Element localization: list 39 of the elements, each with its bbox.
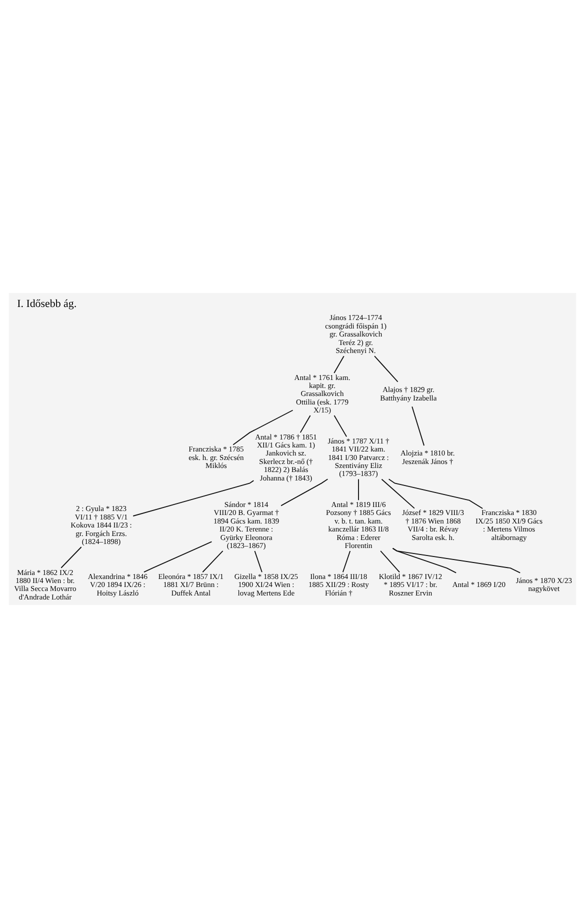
- connector: [334, 356, 344, 374]
- node-text: János 1724–1774 csongrádi főispán 1) gr. Grassalkovich Teréz 2) gr. Széchenyi N.: [325, 313, 386, 356]
- node-text: Alajos † 1829 gr. Batthyány Izabella: [380, 385, 437, 402]
- node-text: Alojzia * 1810 br. Jeszenák János †: [400, 448, 455, 466]
- node-text: Antal * 1869 I/20: [452, 580, 506, 590]
- node-text: Sándor * 1814 VIII/20 B. Gyarmat † 1894 Gács kam. 1839 II/20 K. Terenne : Gyürky Eleonora (1823–1867): [214, 500, 280, 550]
- node-text: János * 1870 X/23 nagykövet: [516, 576, 572, 594]
- connector: [202, 550, 224, 573]
- node-text: 2 : Gyula * 1823 VI/11 † 1885 V/1 Kokova 1844 II/23 : gr. Forgách Erzs. (1824–1898): [70, 504, 132, 546]
- node-text: Francziska * 1785 esk. h. gr. Szécsén Miklós: [188, 444, 244, 470]
- node-text: Mária * 1862 IX/2 1880 II/4 Wien : br. Villa Secca Movarro d'Andrade Lothár: [14, 568, 76, 602]
- connector: [232, 410, 294, 446]
- connector: [381, 478, 415, 509]
- connector: [132, 480, 254, 516]
- connector: [358, 478, 359, 501]
- node-text: Antal * 1761 kam. kapit. gr. Grassalkovich Ottilia (esk. 1779 X/15): [294, 372, 350, 415]
- node-text: Antal * 1786 † 1851 XII/1 Gács kam. 1) Jankovich sz. Skerlecz br.-nő († 1822) 2) Balás Johanna († 1843): [255, 432, 317, 482]
- node-text: Eleonóra * 1857 IX/1 1881 XI/7 Brünn : Duffek Antal: [158, 572, 224, 598]
- node-text: Klotild * 1867 IV/12 * 1895 VI/17 : br. Roszner Ervin: [378, 572, 442, 598]
- connector: [374, 356, 398, 382]
- connector: [388, 478, 484, 509]
- connector: [412, 406, 425, 446]
- connector: [342, 550, 351, 573]
- connector: [143, 541, 212, 573]
- node-text: Antal * 1819 III/6 Pozsony † 1885 Gács v. b. t. tan. kam. kanczellár 1863 II/8 Róma : Ederer Florentin: [326, 500, 391, 550]
- connector: [60, 546, 82, 568]
- node-text: József * 1829 VIII/3 † 1876 Wien 1868 VII/4 : br. Révay Sarolta esk. h.: [402, 508, 464, 542]
- node-text: Francziska * 1830 IX/25 1850 XI/9 Gács : Mertens Vilmos altábornagy: [476, 508, 543, 542]
- node-text: Ilona * 1864 III/18 1885 XII/29 : Rosty Flórián †: [308, 572, 369, 598]
- connector: [254, 550, 262, 573]
- node-text: Gizella * 1858 IX/25 1900 XI/24 Wien : lovag Mertens Ede: [234, 572, 298, 598]
- node-text: Alexandrina * 1846 V/20 1894 IX/26 : Hoitsy László: [88, 572, 148, 598]
- connector: [280, 478, 328, 506]
- connector: [300, 415, 311, 434]
- connector: [392, 548, 521, 574]
- connector: [334, 415, 348, 438]
- diagram-title: I. Idősebb ág.: [17, 298, 77, 310]
- node-text: János * 1787 X/11 † 1841 VII/22 kam. 1841 I/30 Patvarcz : Szentivány Eliz (1793–1837): [328, 436, 390, 478]
- connector: [380, 550, 400, 573]
